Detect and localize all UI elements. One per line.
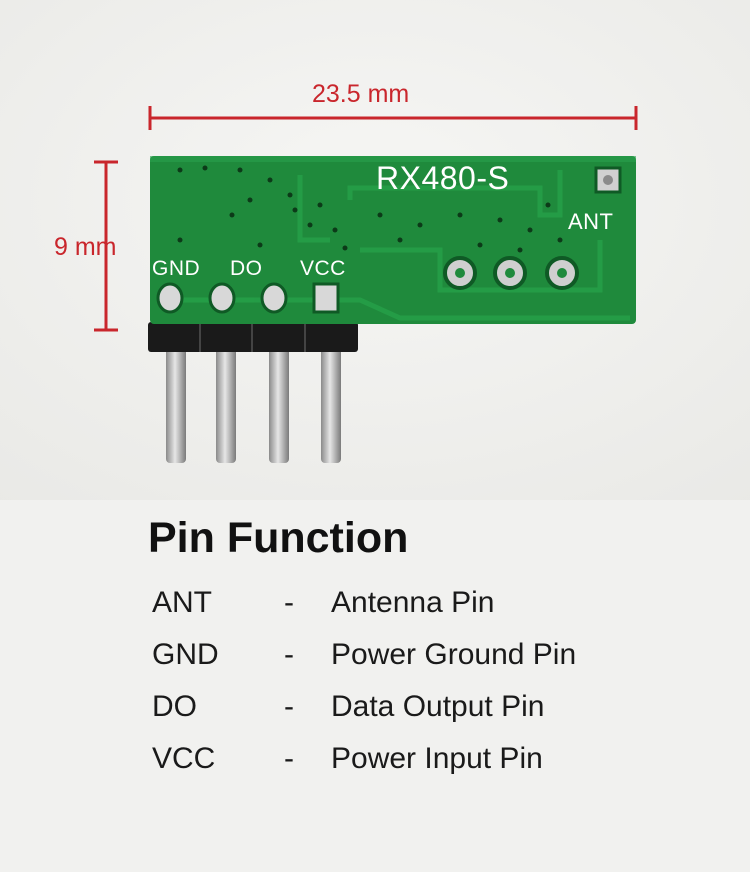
pin-separator: - bbox=[284, 742, 294, 775]
pin-description: Data Output Pin bbox=[331, 690, 545, 723]
silkscreen-do: DO bbox=[230, 257, 263, 280]
pin-row-gnd: GND - Power Ground Pin bbox=[152, 637, 672, 689]
height-dimension-line bbox=[94, 160, 118, 332]
silkscreen-vcc: VCC bbox=[300, 257, 346, 280]
silkscreen-ant: ANT bbox=[568, 209, 614, 234]
pin-name: DO bbox=[152, 690, 197, 723]
pin-separator: - bbox=[284, 690, 294, 723]
pin-gnd bbox=[166, 345, 186, 463]
solder-joints bbox=[156, 282, 340, 314]
pin-name: ANT bbox=[152, 586, 212, 619]
pin-header-housing bbox=[148, 322, 358, 352]
pcb-vias bbox=[177, 165, 563, 253]
pcb-traces bbox=[160, 170, 630, 321]
module-photo bbox=[0, 0, 750, 500]
pin-description: Power Ground Pin bbox=[331, 638, 577, 671]
height-dimension-label: 9 mm bbox=[54, 233, 117, 261]
silkscreen-gnd: GND bbox=[152, 257, 201, 280]
pin-name: GND bbox=[152, 638, 219, 671]
pin-vcc-b bbox=[321, 345, 341, 463]
pin-function-table: ANT - Antenna Pin GND - Power Ground Pin… bbox=[152, 585, 672, 793]
pin-row-vcc: VCC - Power Input Pin bbox=[152, 741, 672, 793]
pin-do bbox=[216, 345, 236, 463]
width-dimension-label: 23.5 mm bbox=[312, 80, 410, 108]
pin-description: Antenna Pin bbox=[331, 586, 495, 619]
pcb-pads bbox=[443, 256, 579, 290]
board-model-label: RX480-S bbox=[376, 160, 510, 196]
pin-separator: - bbox=[284, 586, 294, 619]
pin-row-do: DO - Data Output Pin bbox=[152, 689, 672, 741]
pin-separator: - bbox=[284, 638, 294, 671]
pin-vcc-a bbox=[269, 345, 289, 463]
width-dimension-line bbox=[148, 106, 638, 130]
pin-function-title: Pin Function bbox=[148, 514, 409, 562]
pin-description: Power Input Pin bbox=[331, 742, 543, 775]
pin-row-ant: ANT - Antenna Pin bbox=[152, 585, 672, 637]
pin-name: VCC bbox=[152, 742, 216, 775]
header-pins bbox=[166, 345, 341, 463]
